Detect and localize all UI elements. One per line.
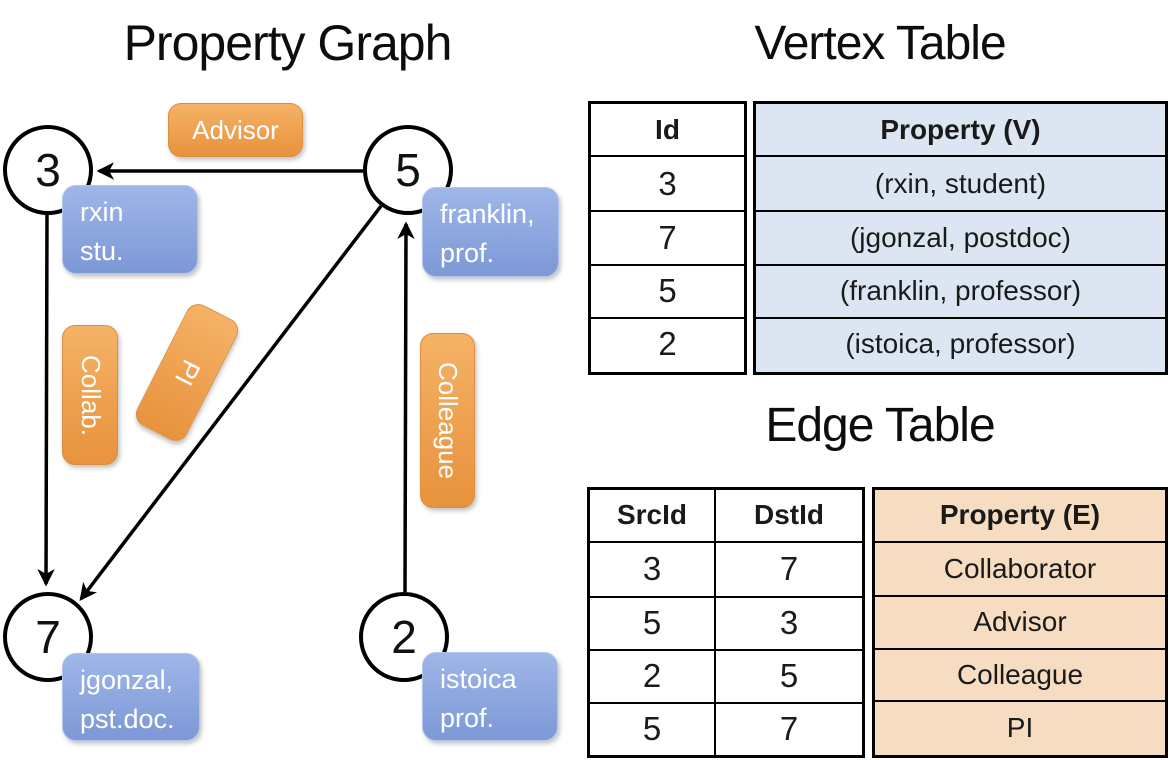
edge-table-title: Edge Table [765,399,995,452]
edge-table-id-columns: SrcId DstId 3 7 5 3 2 5 5 7 [587,487,865,758]
edge-label-badge-advisor: Advisor [168,103,303,157]
edge-table-dst-cell: 5 [716,649,862,702]
edge-table-header-dstid: DstId [716,490,862,543]
edge-label: Collab. [75,354,106,436]
edge-label: Colleague [433,361,463,480]
vertex-id-label: 3 [35,144,61,196]
edge-table-dst-cell: 7 [716,702,862,755]
vertex-property-box-istoica: istoica prof. [422,652,558,741]
edge-table-property-column: Property (E) Collaborator Advisor Collea… [872,487,1168,758]
edge-table-src-cell: 5 [590,596,716,649]
edge-table-header-property: Property (E) [875,490,1165,543]
vertex-table-property-cell: (franklin, professor) [756,263,1165,317]
edge-table-property-cell: Colleague [875,647,1165,701]
edge-label: PI [168,354,207,391]
vertex-property-line: rxin [80,197,124,227]
vertex-property-line: jgonzal, [80,665,174,695]
edge-label-badge-colleague: Colleague [420,333,475,508]
vertex-property-line: istoica [440,664,517,694]
edge-label-badge-collab: Collab. [62,325,118,465]
vertex-table-id-cell: 7 [591,210,744,263]
edge-arrow-5-to-7 [79,204,383,601]
vertex-table-header-id: Id [591,104,744,158]
edge-table-dst-cell: 3 [716,596,862,649]
vertex-table-id-cell: 5 [591,263,744,317]
vertex-table-header-property: Property (V) [756,104,1165,158]
edge-table-src-cell: 5 [590,702,716,755]
vertex-table-property-column: Property (V) (rxin, student) (jgonzal, p… [753,101,1168,375]
vertex-property-line: franklin, [440,199,535,229]
vertex-circle-2: 2 [359,592,449,682]
vertex-id-label: 7 [35,611,61,663]
edge-table-property-cell: Advisor [875,595,1165,648]
vertex-table-property-cell: (jgonzal, postdoc) [756,210,1165,263]
vertex-id-label: 2 [391,611,417,663]
vertex-table-id-cell: 3 [658,164,677,202]
edge-arrow-2-to-5 [397,221,415,593]
vertex-table-id-column: Id 3 7 5 2 [588,101,747,375]
vertex-property-line: prof. [440,703,495,733]
vertex-table-id-cell: 2 [591,316,744,370]
vertex-property-line: prof. [440,238,495,268]
vertex-property-box-jgonzal: jgonzal, pst.doc. [62,653,200,741]
vertex-circle-5: 5 [363,125,453,215]
edge-arrow-3-to-7 [37,212,55,587]
edge-table-dst-cell: 7 [779,550,799,588]
vertex-property-line: stu. [80,236,124,266]
vertex-id-label: 5 [395,144,421,196]
graph-edges-svg [37,162,415,601]
vertex-property-line: pst.doc. [80,704,175,734]
vertex-table-property-cell: (istoica, professor) [756,316,1165,370]
edge-label: Advisor [192,114,279,145]
property-graph-title: Property Graph [123,15,453,71]
edge-table-property-cell: PI [875,700,1165,753]
edge-table-header-srcid: SrcId [590,490,716,543]
vertex-property-box-rxin: rxin stu. [62,185,198,274]
edge-table-src-cell: 2 [590,649,716,702]
edge-table-src-cell: 3 [590,543,716,596]
edge-table-property-cell: Collaborator [943,552,1097,584]
vertex-table-property-cell: (rxin, student) [874,167,1047,199]
vertex-table-title: Vertex Table [754,17,1006,70]
vertex-property-box-franklin: franklin, prof. [422,187,559,277]
